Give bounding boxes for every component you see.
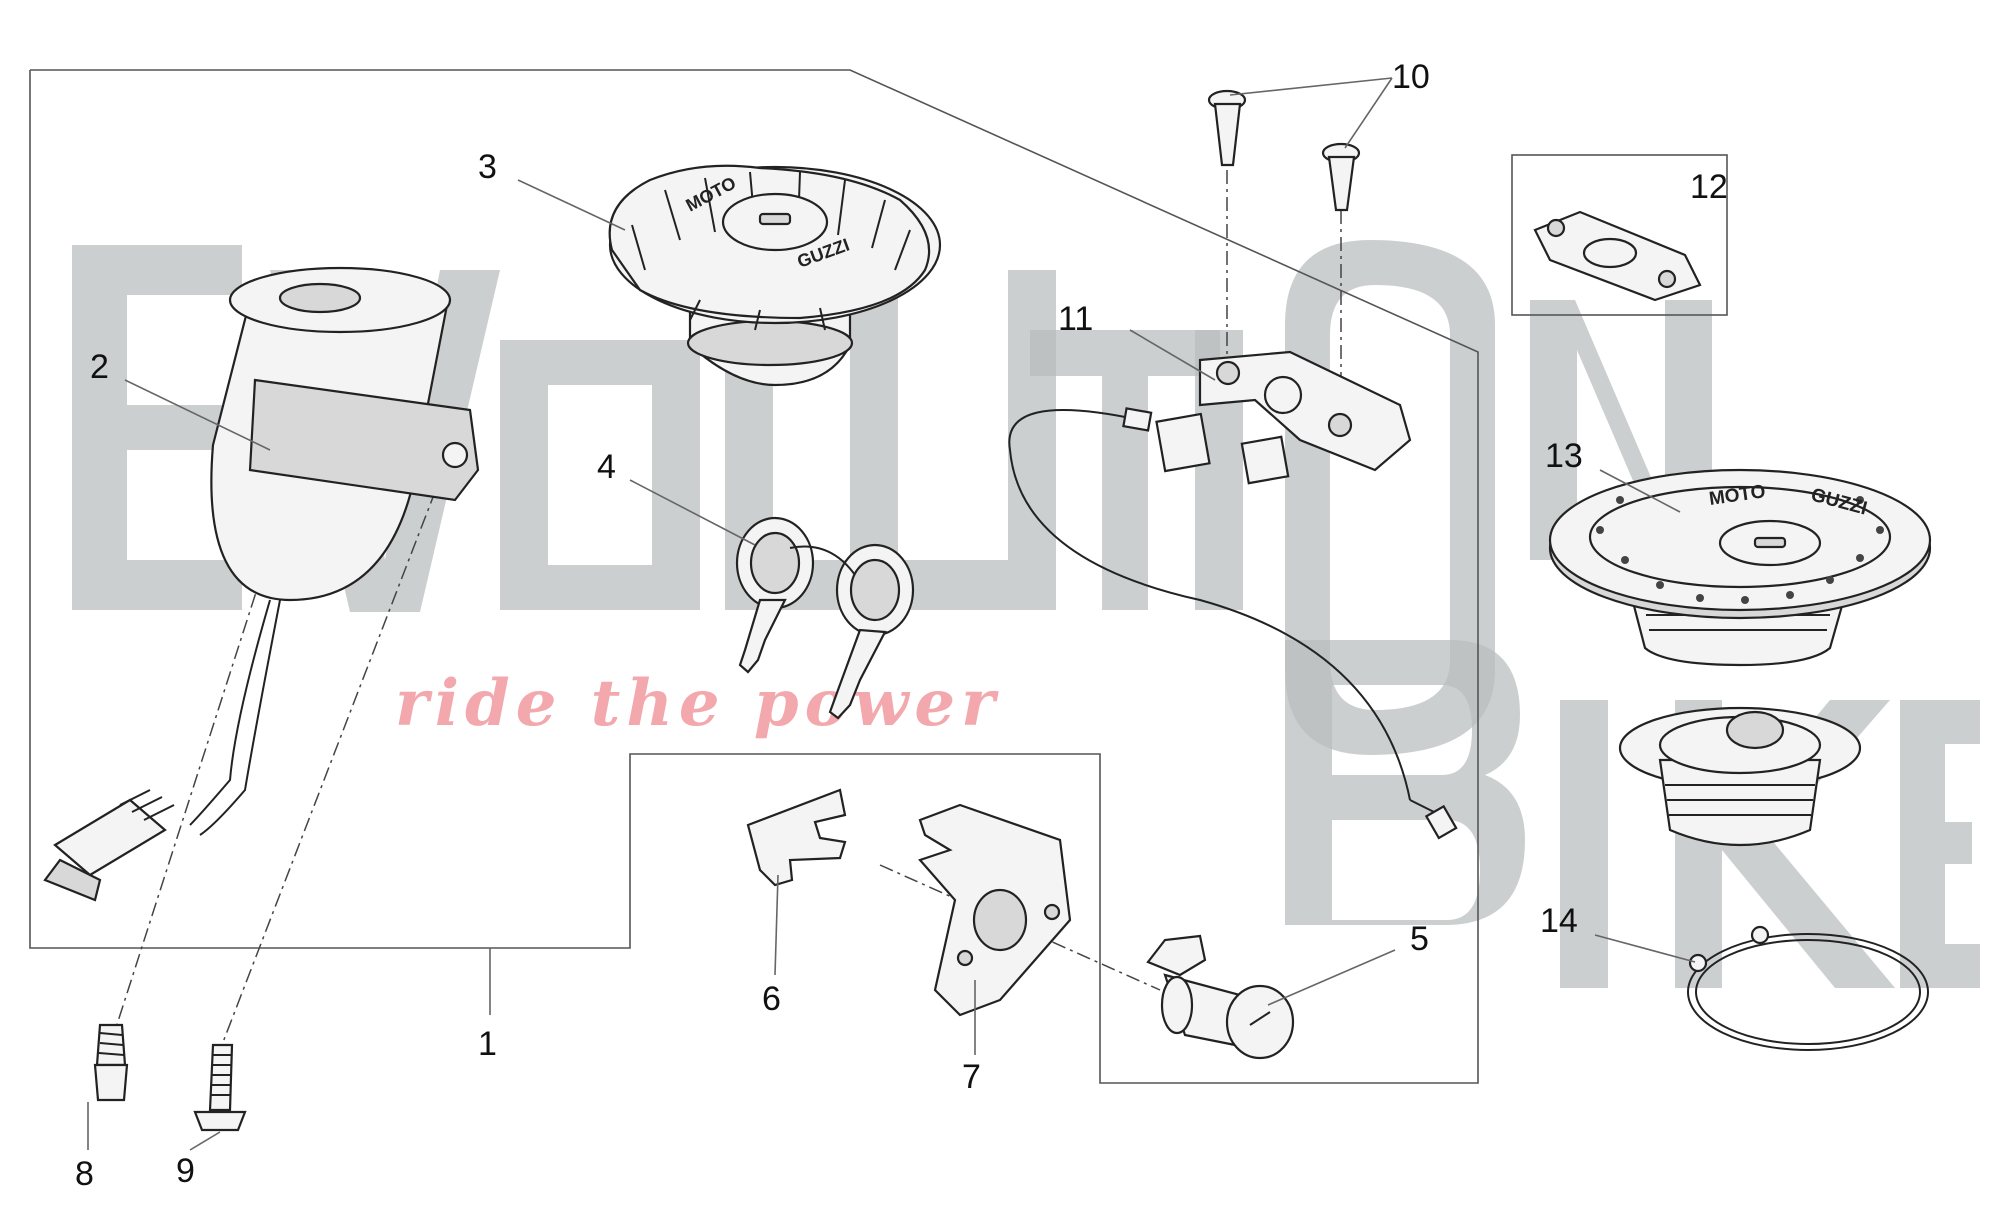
callout-4: 4	[597, 448, 616, 486]
part-6-clip[interactable]	[746, 788, 847, 887]
callout-3: 3	[478, 148, 497, 186]
watermark-tagline: ride the power	[395, 666, 1001, 741]
part-5-lock-cylinder[interactable]	[1146, 934, 1295, 1060]
callout-10: 10	[1392, 58, 1430, 96]
callout-1: 1	[478, 1025, 497, 1063]
part-8-stud[interactable]	[93, 1023, 129, 1102]
part-3-fuel-cap[interactable]: MOTO GUZZI	[608, 164, 942, 387]
watermark-letter-t	[1030, 330, 1220, 610]
callout-5: 5	[1410, 920, 1429, 958]
leader-lines	[87, 77, 1696, 1151]
watermark-letter-i2	[1560, 700, 1608, 988]
dash-line-5	[879, 864, 1161, 991]
dash-line-9	[219, 439, 456, 1051]
part-9-bolt[interactable]	[193, 1043, 247, 1132]
part-12-gasket[interactable]	[1533, 210, 1702, 302]
part-10-screws[interactable]	[1207, 89, 1361, 212]
callout-13: 13	[1545, 437, 1583, 475]
callout-6: 6	[762, 980, 781, 1018]
part-12-frame	[1511, 154, 1728, 316]
assembly-frame-1	[29, 69, 1479, 1084]
callout-8: 8	[75, 1155, 94, 1193]
callout-9: 9	[176, 1152, 195, 1190]
watermark-letter-e2	[1900, 700, 1980, 988]
callout-numbers: 1 2 3 4 5 6 7 8 9 10 11 12 13 14	[75, 58, 1728, 1193]
dash-line-8	[111, 439, 306, 1041]
part-13-fuel-cap-assembly[interactable]: MOTO GUZZI	[1548, 468, 1932, 847]
part-2-ignition-switch[interactable]	[43, 266, 480, 902]
part-4-keys[interactable]	[735, 516, 915, 720]
callout-2: 2	[90, 348, 109, 386]
part-7-mounting-plate[interactable]	[918, 803, 1072, 1017]
part-14-circlip[interactable]	[1687, 925, 1929, 1051]
callout-7: 7	[962, 1058, 981, 1096]
watermark-letter-e	[72, 245, 242, 610]
callout-14: 14	[1540, 902, 1578, 940]
part-11-bracket-cable[interactable]	[1008, 350, 1458, 840]
watermark-letter-o	[500, 340, 700, 610]
callout-11: 11	[1058, 300, 1093, 338]
callout-12: 12	[1690, 168, 1728, 206]
